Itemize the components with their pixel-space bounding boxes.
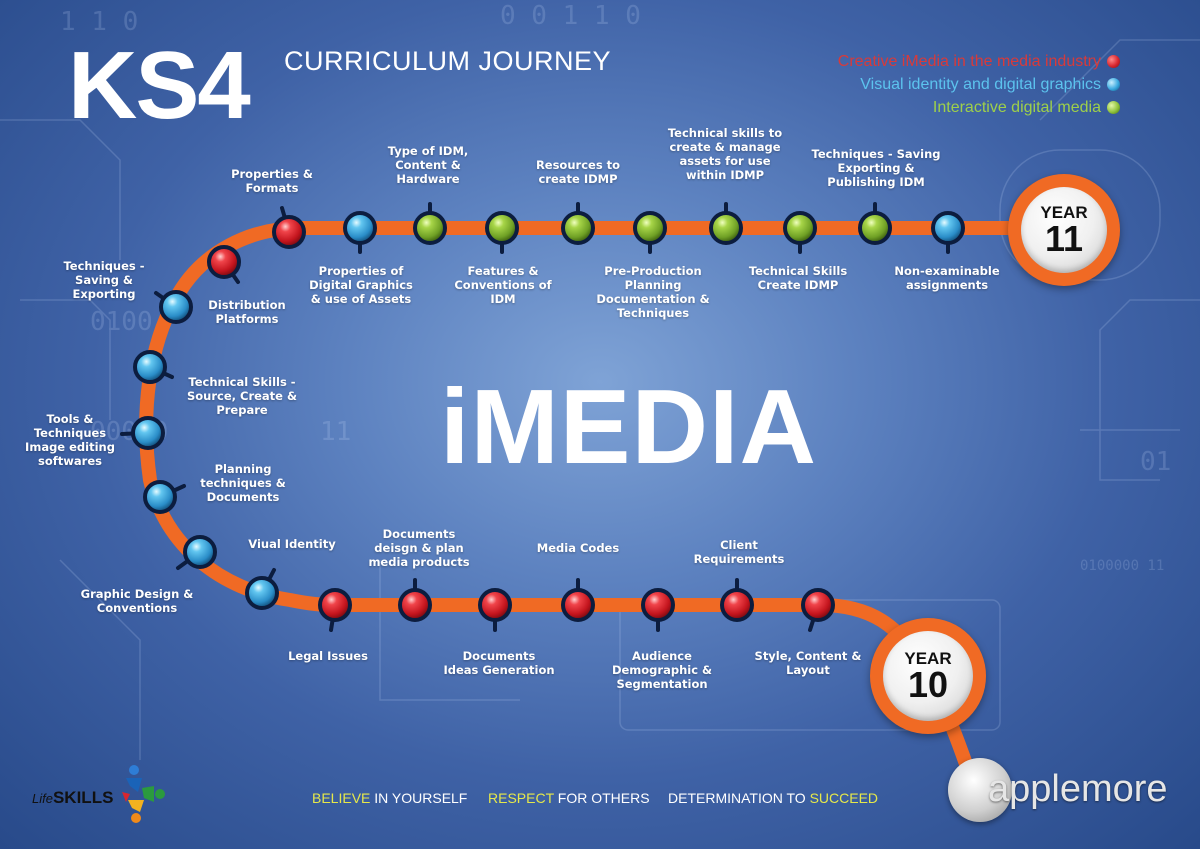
lifeskills-people-icon (122, 765, 165, 823)
label-ideas-generation: Documents Ideas Generation (443, 649, 555, 677)
node-non-examinable (931, 211, 965, 245)
node-client-requirements (720, 588, 754, 622)
lifeskills-logo: LifeSKILLS (32, 788, 113, 808)
label-legal-issues: Legal Issues (288, 649, 368, 663)
node-features-conventions (485, 211, 519, 245)
node-source-create-prepare (133, 350, 167, 384)
node-documents-design (398, 588, 432, 622)
label-planning-techniques: Planning techniques & Documents (200, 462, 286, 504)
svg-text:0100: 0100 (90, 307, 153, 337)
svg-text:1 1 0: 1 1 0 (60, 7, 138, 37)
label-documents-design: Documents deisgn & plan media products (368, 527, 470, 569)
applemore-logo: applemore (948, 756, 1168, 828)
value-highlight: BELIEVE (312, 790, 371, 806)
year-11-badge: YEAR 11 (1008, 174, 1120, 286)
node-saving-exporting (159, 290, 193, 324)
apple-coin-icon (948, 758, 1012, 822)
legend-label: Interactive digital media (932, 99, 1101, 116)
value-believe: BELIEVE IN YOURSELF (312, 790, 467, 806)
node-resources-idmp (561, 211, 595, 245)
label-properties-formats: Properties & Formats (231, 167, 313, 195)
imedia-title: iMEDIA (440, 368, 817, 486)
green-dot-icon (1107, 101, 1120, 114)
legend-item-green: Interactive digital media (838, 96, 1120, 119)
label-saving-exporting: Techniques - Saving & Exporting (63, 259, 145, 301)
label-distribution-platforms: Distribution Platforms (208, 298, 286, 326)
node-visual-identity (245, 576, 279, 610)
year-10-badge: YEAR 10 (870, 618, 986, 734)
legend-item-blue: Visual identity and digital graphics (838, 73, 1120, 96)
value-highlight: RESPECT (488, 790, 554, 806)
year-number: 11 (1044, 217, 1084, 259)
value-rest: FOR OTHERS (553, 790, 650, 806)
legend-label: Creative iMedia in the media industry (837, 53, 1101, 70)
label-type-of-idm: Type of IDM, Content & Hardware (387, 144, 469, 186)
label-image-editing: Tools & Techniques Image editing softwar… (25, 412, 115, 468)
node-planning-techniques (143, 480, 177, 514)
curriculum-journey-subtitle: CURRICULUM JOURNEY (284, 46, 612, 76)
node-saving-publishing (858, 211, 892, 245)
applemore-wordmark: applemore (988, 768, 1168, 810)
svg-text:0 0 1 1 0: 0 0 1 1 0 (500, 1, 641, 31)
node-ideas-generation (478, 588, 512, 622)
legend: Creative iMedia in the media industry Vi… (838, 50, 1120, 119)
node-legal-issues (318, 588, 352, 622)
label-non-examinable: Non-examinable assignments (894, 264, 1000, 292)
label-technical-skills-assets: Technical skills to create & manage asse… (667, 126, 783, 182)
lifeskills-name: SKILLS (52, 788, 114, 807)
value-prefix: DETERMINATION TO (668, 790, 810, 806)
node-media-codes (561, 588, 595, 622)
red-dot-icon (1107, 55, 1120, 68)
node-pre-production (633, 211, 667, 245)
year-label: YEAR (904, 648, 952, 668)
label-media-codes: Media Codes (536, 541, 620, 555)
label-audience: Audience Demographic & Segmentation (611, 649, 713, 691)
node-distribution-platforms (207, 245, 241, 279)
blue-dot-icon (1107, 78, 1120, 91)
label-graphic-design: Graphic Design & Conventions (80, 587, 194, 615)
svg-text:11: 11 (320, 417, 351, 447)
value-rest: IN YOURSELF (370, 790, 468, 806)
value-highlight: SUCCEED (809, 790, 879, 806)
year-label: YEAR (1040, 202, 1088, 222)
node-audience (641, 588, 675, 622)
node-image-editing (131, 416, 165, 450)
label-saving-publishing: Techniques - Saving Exporting & Publishi… (811, 147, 941, 189)
value-respect: RESPECT FOR OTHERS (488, 790, 650, 806)
ks4-title: KS4 (68, 32, 251, 139)
legend-label: Visual identity and digital graphics (860, 76, 1101, 93)
label-pre-production: Pre-Production Planning Documentation & … (596, 264, 710, 320)
node-style-content-layout (801, 588, 835, 622)
node-type-of-idm (413, 211, 447, 245)
year-number: 10 (907, 663, 949, 705)
label-source-create-prepare: Technical Skills - Source, Create & Prep… (186, 375, 298, 417)
label-digital-graphics-assets: Properties of Digital Graphics & use of … (309, 264, 413, 306)
label-resources-idmp: Resources to create IDMP (535, 158, 621, 186)
node-digital-graphics-assets (343, 211, 377, 245)
node-technical-skills-create (783, 211, 817, 245)
label-client-requirements: Client Requirements (693, 538, 785, 566)
legend-item-red: Creative iMedia in the media industry (838, 50, 1120, 73)
lifeskills-prefix: Life (32, 791, 53, 806)
svg-text:01: 01 (1140, 447, 1171, 477)
label-style-content-layout: Style, Content & Layout (754, 649, 862, 677)
label-features-conventions: Features & Conventions of IDM (454, 264, 552, 306)
svg-text:0100000 11: 0100000 11 (1080, 558, 1164, 574)
node-graphic-design (183, 535, 217, 569)
value-determination: DETERMINATION TO SUCCEED (668, 790, 878, 806)
label-technical-skills-create: Technical Skills Create IDMP (748, 264, 848, 292)
label-visual-identity: Viual Identity (248, 537, 336, 551)
node-properties-formats (272, 215, 306, 249)
node-technical-skills-assets (709, 211, 743, 245)
